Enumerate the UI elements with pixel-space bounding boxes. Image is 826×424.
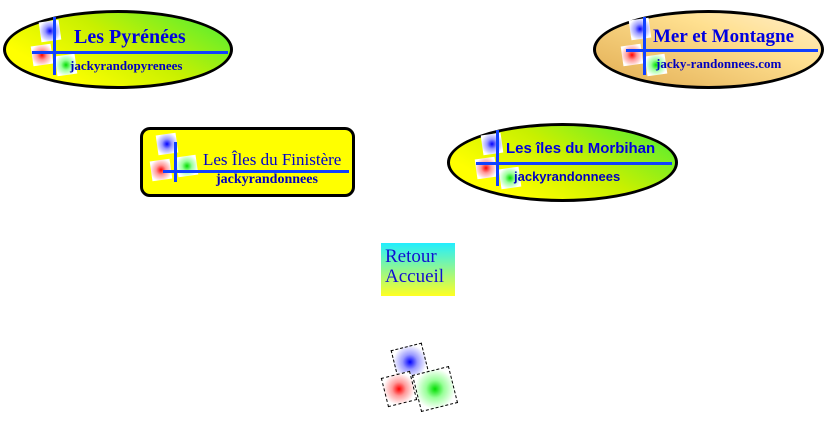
retour-line1: Retour [385,246,437,267]
link-title: Mer et Montagne [653,26,795,47]
link-subtitle: jackyrandonnees [216,172,318,187]
link-subtitle: jacky-randonnees.com [656,56,782,71]
site-logo-icon [380,340,464,418]
link-title: Les Pyrénées [74,26,186,48]
link-subtitle: jackyrandonnees [514,169,621,184]
link-subtitle: jackyrandopyrenees [70,58,183,73]
link-pyrenees[interactable]: Les Pyrénées jackyrandopyrenees [3,10,233,89]
link-title: Les îles du Morbihan [506,140,656,157]
link-title: Les Îles du Finistère [203,150,342,169]
retour-accueil-button[interactable]: Retour Accueil [381,243,455,296]
link-mer-montagne[interactable]: Mer et Montagne jacky-randonnees.com [593,10,824,89]
retour-line2: Accueil [385,266,445,287]
link-finistere[interactable]: Les Îles du Finistère jackyrandonnees [140,127,355,197]
link-morbihan[interactable]: Les îles du Morbihan jackyrandonnees [447,123,678,202]
